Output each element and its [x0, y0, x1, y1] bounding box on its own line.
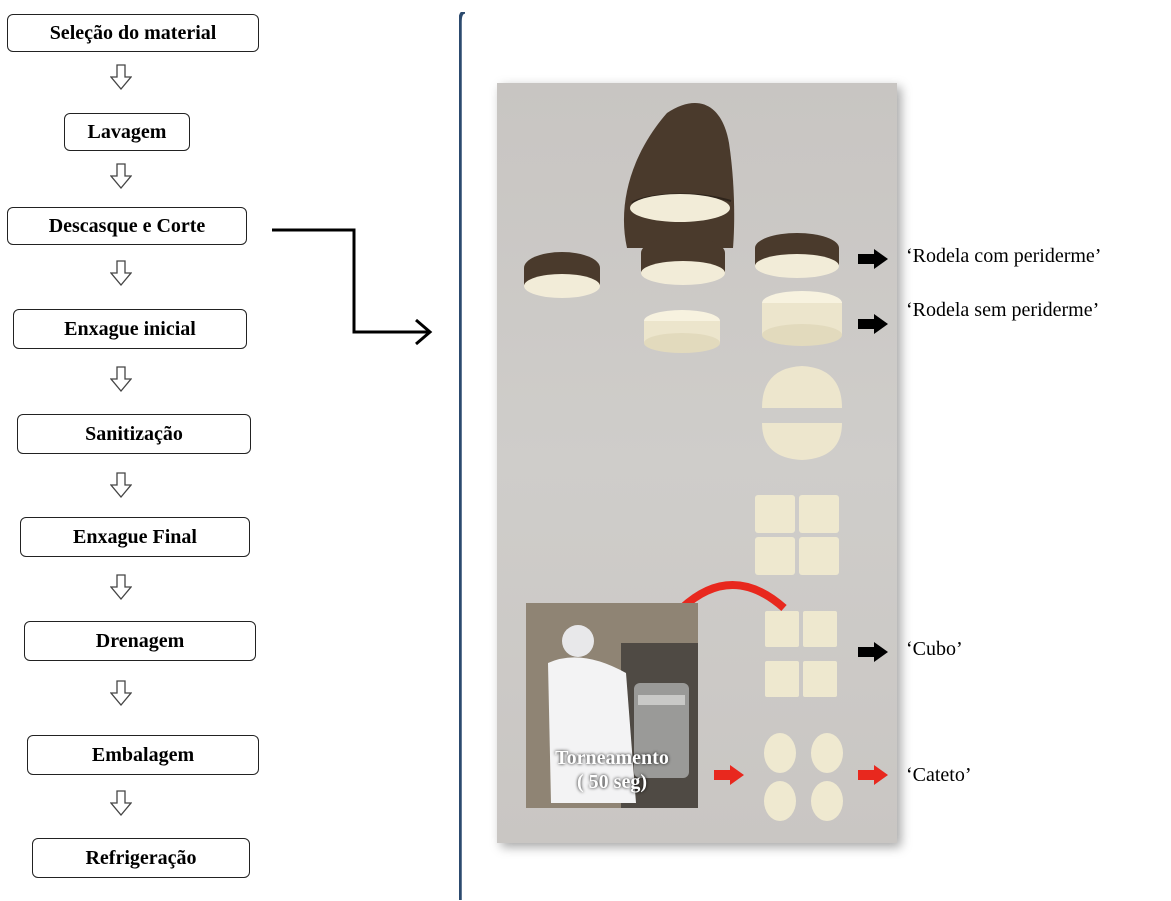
- black-arrow-icon: [858, 249, 888, 269]
- step-label: Enxague Final: [73, 525, 197, 548]
- down-arrow-icon: [110, 163, 132, 189]
- step-label: Lavagem: [87, 120, 167, 143]
- red-arrow-icon: [858, 765, 888, 785]
- step-drenagem: Drenagem: [24, 621, 256, 661]
- step-label: Seleção do material: [49, 21, 217, 44]
- step-lavagem: Lavagem: [64, 113, 190, 151]
- torneamento-line1: Torneamento: [555, 747, 669, 769]
- step-enxague-inicial: Enxague inicial: [13, 309, 247, 349]
- down-arrow-icon: [110, 472, 132, 498]
- torneamento-line2: ( 50 seg): [577, 771, 647, 793]
- step-selecao: Seleção do material: [7, 14, 259, 52]
- label-rodela-com-periderme: ‘Rodela com periderme’: [906, 245, 1102, 267]
- down-arrow-icon: [110, 680, 132, 706]
- red-curve: [679, 581, 787, 612]
- label-cateto: ‘Cateto’: [906, 764, 972, 786]
- step-embalagem: Embalagem: [27, 735, 259, 775]
- step-enxague-final: Enxague Final: [20, 517, 250, 557]
- step-label: Refrigeração: [85, 846, 197, 869]
- step-descasque: Descasque e Corte: [7, 207, 247, 245]
- black-arrow-icon: [858, 642, 888, 662]
- down-arrow-icon: [110, 366, 132, 392]
- step-refrigeracao: Refrigeração: [32, 838, 250, 878]
- worker-illustration: [526, 603, 698, 808]
- red-arrow-icon: [714, 765, 744, 785]
- down-arrow-icon: [110, 790, 132, 816]
- step-label: Drenagem: [95, 629, 185, 652]
- down-arrow-icon: [110, 260, 132, 286]
- step-label: Enxague inicial: [64, 317, 196, 340]
- label-rodela-sem-periderme: ‘Rodela sem periderme’: [906, 299, 1100, 321]
- step-label: Descasque e Corte: [48, 214, 206, 237]
- down-arrow-icon: [110, 574, 132, 600]
- step-label: Sanitização: [85, 422, 183, 445]
- black-arrow-icon: [858, 314, 888, 334]
- torneamento-inset-photo: Torneamento ( 50 seg): [526, 603, 698, 808]
- down-arrow-icon: [110, 64, 132, 90]
- label-cubo: ‘Cubo’: [906, 638, 963, 660]
- connector-arrow: [272, 228, 433, 346]
- step-sanitizacao: Sanitização: [17, 414, 251, 454]
- cuts-illustration: [524, 103, 843, 821]
- step-label: Embalagem: [91, 743, 195, 766]
- vertical-bracket: [459, 12, 466, 900]
- torneamento-label: Torneamento ( 50 seg): [526, 746, 698, 794]
